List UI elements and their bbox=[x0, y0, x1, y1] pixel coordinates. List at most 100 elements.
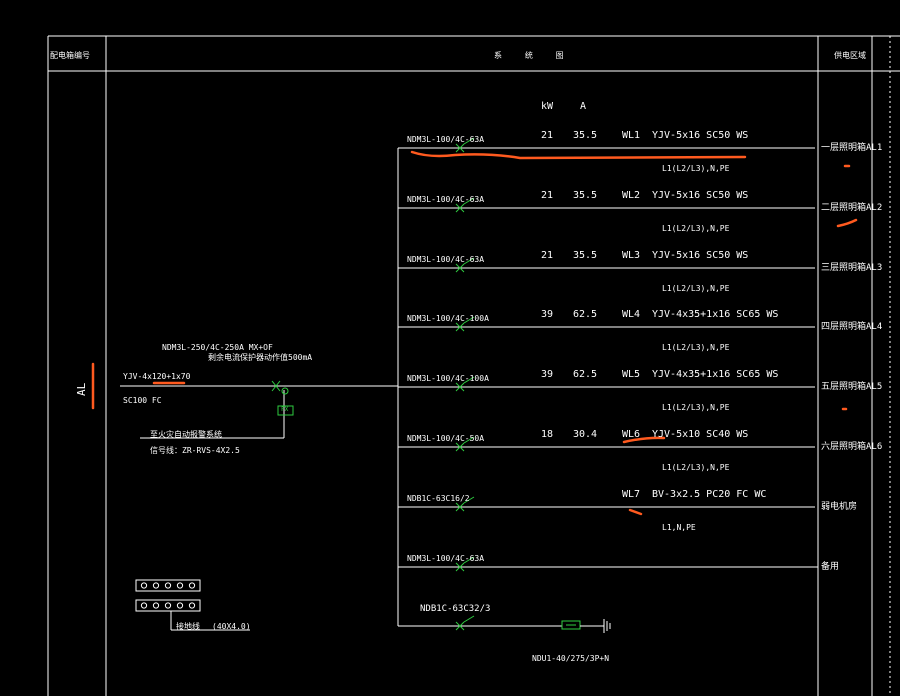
circuit-breaker: NDM3L-100/4C-50A bbox=[407, 434, 485, 443]
incoming-breaker: NDM3L-250/4C-250A MX+OF bbox=[162, 343, 273, 352]
breaker-mark bbox=[455, 143, 465, 153]
circuit-phases: L1(L2/L3),N,PE bbox=[662, 284, 730, 293]
circuit-kw: 18 bbox=[541, 429, 554, 440]
circuit-kw: 21 bbox=[541, 190, 554, 201]
circuit-area: 四层照明箱AL4 bbox=[821, 322, 883, 332]
busbar-hole bbox=[152, 602, 160, 609]
circuit-kw: 21 bbox=[541, 250, 554, 261]
signal-cable: 信号线：ZR-RVS-4X2.5 bbox=[150, 446, 240, 455]
breaker-mark bbox=[463, 436, 475, 444]
circuit-current: 62.5 bbox=[573, 309, 598, 320]
circuit-cable: YJV-4x35+1x16 SC65 WS bbox=[652, 309, 779, 320]
circuit-cable: BV-3x2.5 PC20 FC WC bbox=[652, 489, 767, 500]
panel-name: AL bbox=[75, 382, 88, 396]
ground-symbol bbox=[580, 619, 611, 633]
circuit-breaker: NDM3L-100/4C-63A bbox=[407, 554, 485, 563]
incoming-cable: YJV-4x120+1x70 bbox=[123, 372, 191, 381]
circuit-phases: L1(L2/L3),N,PE bbox=[662, 164, 730, 173]
rcd-note: 剩余电流保护器动作值500mA bbox=[208, 353, 313, 362]
circuit-current: 35.5 bbox=[573, 250, 598, 261]
unit-a: A bbox=[580, 101, 587, 112]
spd-device: NDU1-40/275/3P+N bbox=[532, 654, 610, 663]
incoming-breaker-symbol bbox=[271, 380, 294, 416]
header-system-diagram: 系 统 图 bbox=[494, 51, 564, 60]
breaker-mark bbox=[455, 382, 465, 392]
circuit-area: 六层照明箱AL6 bbox=[821, 442, 883, 452]
circuit-current: 62.5 bbox=[573, 369, 598, 380]
circuit-area: 备用 bbox=[821, 562, 840, 572]
circuit-area: 五层照明箱AL5 bbox=[821, 382, 883, 392]
spd-breaker: NDB1C-63C32/3 bbox=[420, 604, 491, 614]
circuit-phases: L1,N,PE bbox=[662, 523, 696, 532]
ground-busbars bbox=[135, 579, 250, 631]
circuit-cable: YJV-5x16 SC50 WS bbox=[652, 190, 749, 201]
circuit-current: 30.4 bbox=[573, 429, 598, 440]
main-bus bbox=[120, 148, 399, 626]
spd-symbol bbox=[561, 620, 581, 630]
circuit-phases: L1(L2/L3),N,PE bbox=[662, 403, 730, 412]
breaker-mark bbox=[455, 562, 465, 572]
circuit-breaker: NDB1C-63C16/2 bbox=[407, 494, 470, 503]
unit-kw: kW bbox=[541, 101, 554, 112]
breaker-mark bbox=[455, 442, 465, 452]
circuit-area: 一层照明箱AL1 bbox=[821, 143, 883, 153]
circuit-breaker: NDM3L-100/4C-100A bbox=[407, 374, 489, 383]
circuit-id: WL7 bbox=[622, 489, 641, 500]
circuit-current: 35.5 bbox=[573, 190, 598, 201]
circuit-area: 三层照明箱AL3 bbox=[821, 263, 883, 273]
breaker-mark bbox=[455, 322, 465, 332]
circuit-phases: L1(L2/L3),N,PE bbox=[662, 463, 730, 472]
breaker-mark bbox=[463, 376, 475, 384]
busbar-hole bbox=[164, 582, 172, 589]
breaker-mark bbox=[455, 502, 465, 512]
breaker-mark bbox=[463, 496, 475, 504]
circuit-kw: 21 bbox=[541, 130, 554, 141]
shunt-box-label: FX bbox=[281, 406, 289, 413]
circuit-current: 35.5 bbox=[573, 130, 598, 141]
circuit-breaker: NDM3L-100/4C-100A bbox=[407, 314, 489, 323]
circuit-kw: 39 bbox=[541, 309, 554, 320]
busbar-hole bbox=[140, 582, 148, 589]
header-panel-no: 配电箱编号 bbox=[50, 51, 90, 60]
breaker-mark bbox=[463, 556, 475, 564]
header-supply-area: 供电区域 bbox=[834, 51, 866, 60]
circuit-id: WL5 bbox=[622, 369, 641, 380]
table-frame bbox=[47, 35, 900, 696]
circuit-breaker: NDM3L-100/4C-63A bbox=[407, 255, 485, 264]
circuit-id: WL6 bbox=[622, 429, 641, 440]
busbar-hole bbox=[176, 582, 184, 589]
circuit-breaker: NDM3L-100/4C-63A bbox=[407, 135, 485, 144]
markup-strokes bbox=[91, 150, 858, 516]
circuit-kw: 39 bbox=[541, 369, 554, 380]
breaker-mark bbox=[455, 203, 465, 213]
circuit-area: 二层照明箱AL2 bbox=[821, 203, 883, 213]
circuit-id: WL1 bbox=[622, 130, 641, 141]
breaker-mark bbox=[463, 316, 475, 324]
breaker-mark bbox=[463, 137, 475, 145]
circuit-area: 弱电机房 bbox=[821, 502, 858, 512]
busbar-hole bbox=[164, 602, 172, 609]
busbar-label: 接地线 bbox=[176, 622, 200, 631]
circuit-cable: YJV-5x16 SC50 WS bbox=[652, 250, 749, 261]
breaker-mark bbox=[463, 615, 475, 623]
circuit-phases: L1(L2/L3),N,PE bbox=[662, 224, 730, 233]
busbar-hole bbox=[152, 582, 160, 589]
circuit-cable: YJV-5x16 SC50 WS bbox=[652, 130, 749, 141]
breaker-mark bbox=[463, 197, 475, 205]
busbar-hole bbox=[188, 602, 196, 609]
busbar-hole bbox=[140, 602, 148, 609]
circuit-id: WL3 bbox=[622, 250, 641, 261]
busbar-size: (40X4.0) bbox=[212, 622, 251, 631]
circuit-breaker: NDM3L-100/4C-63A bbox=[407, 195, 485, 204]
busbar-hole bbox=[188, 582, 196, 589]
breaker-mark bbox=[455, 621, 465, 631]
circuit-cable: YJV-5x10 SC40 WS bbox=[652, 429, 749, 440]
circuit-id: WL2 bbox=[622, 190, 641, 201]
circuit-id: WL4 bbox=[622, 309, 641, 320]
fire-alarm-note: 至火灾自动报警系统 bbox=[150, 430, 222, 439]
breaker-mark bbox=[455, 263, 465, 273]
circuit-cable: YJV-4x35+1x16 SC65 WS bbox=[652, 369, 779, 380]
incoming-conduit: SC100 FC bbox=[123, 396, 162, 405]
